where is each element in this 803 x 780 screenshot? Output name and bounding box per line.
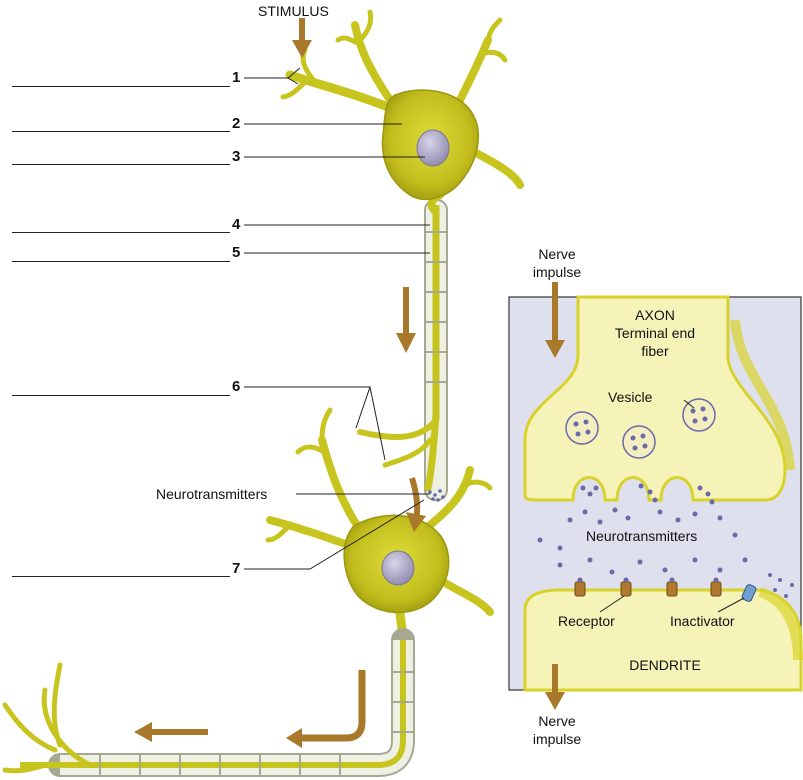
label-number-4: 4 <box>232 216 241 233</box>
receptor-label: Receptor <box>558 613 615 629</box>
axon-terminal-branches <box>357 411 440 492</box>
synapse-neurotransmitter-dots <box>428 489 445 502</box>
label-number-3: 3 <box>232 148 241 165</box>
released-neurotransmitters <box>537 483 794 598</box>
receptors <box>574 577 722 597</box>
nerve-impulse-top-label: Nerve impulse <box>512 245 602 281</box>
label-number-7: 7 <box>232 560 241 577</box>
inset-arrow-bottom <box>545 664 565 710</box>
label-number-2: 2 <box>232 115 241 132</box>
upper-neuron <box>280 9 524 214</box>
vesicles <box>565 398 716 459</box>
stimulus-arrow <box>292 18 312 58</box>
impulse-arrow-axon <box>396 287 416 353</box>
impulse-arrow-synapse <box>406 477 426 532</box>
neurotransmitters-label: Neurotransmitters <box>156 486 268 502</box>
axon-title: AXON <box>635 307 675 323</box>
answer-line-4[interactable] <box>12 232 230 233</box>
nerve-impulse-bottom-label: Nerve impulse <box>512 712 602 748</box>
nerve-impulse-bottom-line2: impulse <box>532 731 582 747</box>
impulse-arrow-bend <box>286 670 366 748</box>
impulse-arrow-left <box>134 722 208 742</box>
nerve-impulse-top-line1: Nerve <box>538 246 576 262</box>
stimulus-label: STIMULUS <box>258 3 329 19</box>
inactivator-label: Inactivator <box>670 613 735 629</box>
dendrite-label: DENDRITE <box>629 657 701 673</box>
answer-line-3[interactable] <box>12 164 230 165</box>
answer-line-5[interactable] <box>12 261 230 262</box>
synapse-inset <box>508 282 803 710</box>
inset-arrow-top <box>545 282 565 358</box>
nerve-impulse-top-line2: impulse <box>532 264 582 280</box>
vesicle-label: Vesicle <box>608 389 653 405</box>
myelinated-axon-lower <box>2 628 415 777</box>
axon-line2: Terminal end <box>614 325 696 341</box>
label-number-6: 6 <box>232 378 241 395</box>
axon-line3: fiber <box>641 343 669 359</box>
axon-terminal-label: AXON Terminal end fiber <box>580 306 730 360</box>
dendrite-region <box>523 588 803 692</box>
inactivator <box>741 584 757 602</box>
inset-neurotransmitters-label: Neurotransmitters <box>586 528 698 544</box>
leader-lines <box>244 67 430 570</box>
lower-neuron <box>265 407 494 645</box>
label-number-1: 1 <box>232 69 241 86</box>
label-number-5: 5 <box>232 244 241 261</box>
nerve-impulse-bottom-line1: Nerve <box>538 713 576 729</box>
answer-line-6[interactable] <box>12 395 230 396</box>
answer-line-7[interactable] <box>12 576 230 577</box>
answer-line-2[interactable] <box>12 131 230 132</box>
answer-line-1[interactable] <box>12 86 230 87</box>
